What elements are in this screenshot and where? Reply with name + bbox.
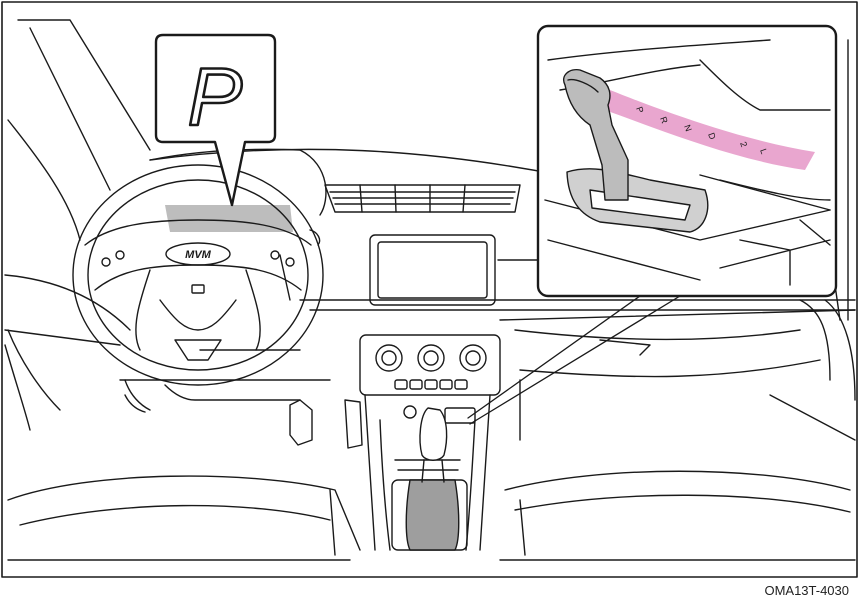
figure-code: OMA13T-4030 — [764, 583, 849, 598]
steering-wheel: MVM — [73, 165, 323, 385]
steering-badge-text: MVM — [185, 249, 212, 261]
climate-control-panel — [360, 335, 500, 395]
shifter-inset: P R N D 2 L — [538, 26, 836, 296]
console-gear-lever — [406, 408, 459, 550]
center-air-vent — [325, 185, 520, 212]
infotainment-screen — [370, 235, 495, 305]
gear-display-letter: P — [188, 52, 243, 143]
gear-display-callout: P — [156, 35, 275, 205]
pedals — [125, 395, 362, 448]
